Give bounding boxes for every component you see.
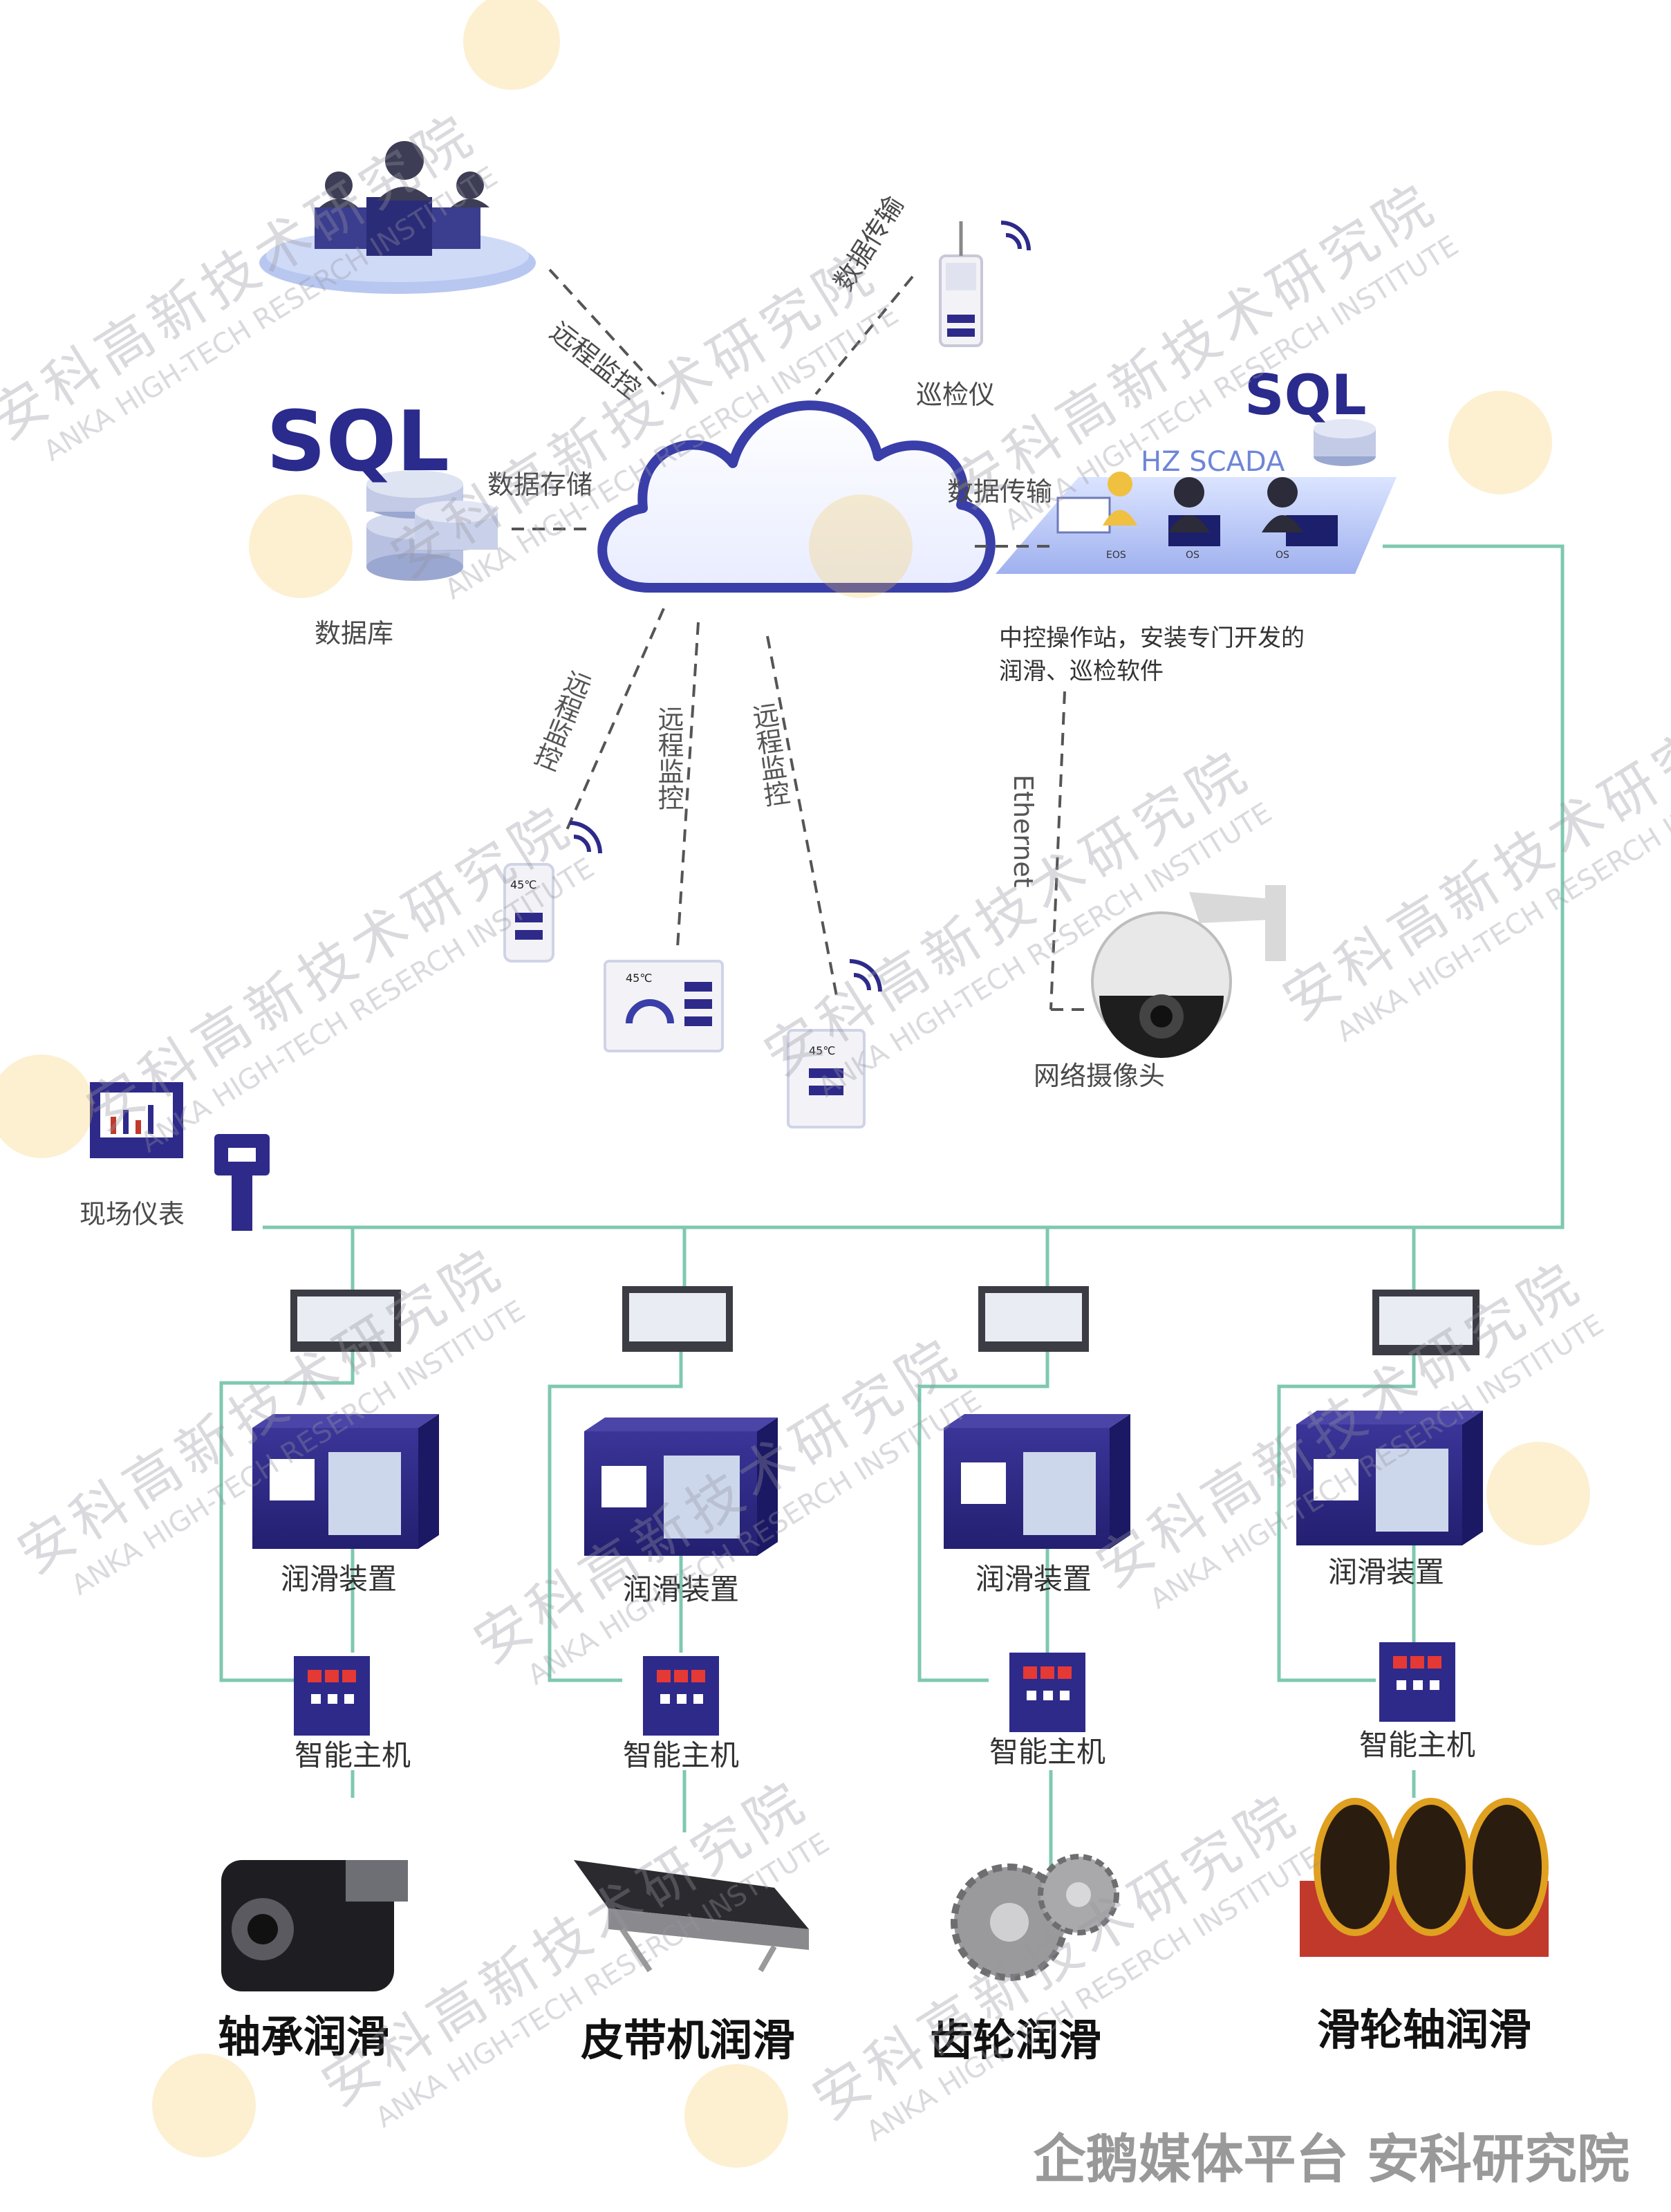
wireless-terminal-1: [503, 821, 602, 963]
sql-right-label: SQL: [1244, 363, 1367, 427]
unit-1-application-label: 轴承润滑: [218, 2011, 390, 2062]
unit-2-lube-device-label: 润滑装置: [622, 1572, 739, 1606]
unit-4-smart-host-label: 智能主机: [1359, 1728, 1475, 1762]
inspector-label: 巡检仪: [916, 380, 996, 410]
inspector-device-icon: [939, 221, 1031, 347]
network-camera-icon: [1091, 885, 1286, 1058]
device-temp-3: 45℃: [809, 1044, 836, 1057]
device-temp-1: 45℃: [510, 878, 537, 891]
field-instrument-label: 现场仪表: [80, 1199, 185, 1229]
logo-watermarks: [0, 0, 1590, 2168]
station-desc-line2: 润滑、巡检软件: [999, 658, 1164, 685]
cloud-icon: [597, 400, 996, 593]
database-label: 数据库: [315, 618, 394, 649]
screen-os1-label: OS: [1186, 550, 1199, 561]
unit-4-application-label: 滑轮轴润滑: [1317, 2005, 1532, 2055]
unit-1-lube-device-label: 润滑装置: [280, 1562, 397, 1596]
remote-monitor-2-label: 远程监控: [653, 705, 684, 810]
unit-2-application-label: 皮带机润滑: [581, 2015, 796, 2065]
field-instrument-monitor-icon: [90, 1082, 183, 1158]
footer-source: 企鹅媒体平台 安科研究院: [1033, 2128, 1630, 2190]
unit-3-lube-device-label: 润滑装置: [975, 1562, 1092, 1596]
screen-os2-label: OS: [1276, 550, 1289, 561]
unit-1-graphics: [221, 1290, 439, 1991]
unit-3-smart-host-label: 智能主机: [989, 1735, 1105, 1769]
scada-platform-icon: [996, 419, 1397, 574]
unit-3-graphics: [944, 1286, 1130, 1981]
wireless-terminal-3: [787, 959, 882, 1128]
unit-2-smart-host-label: 智能主机: [622, 1738, 739, 1772]
unit-4-graphics: [1296, 1290, 1549, 1957]
users-group-icon: [259, 141, 536, 294]
field-instrument-sensor-icon: [214, 1134, 270, 1231]
database-icon: [366, 470, 498, 581]
network-bus: [219, 544, 1565, 1867]
network-camera-label: 网络摄像头: [1034, 1061, 1166, 1091]
unit-3-application-label: 齿轮润滑: [930, 2015, 1102, 2065]
ethernet-label: Ethernet: [1008, 774, 1038, 888]
sql-left-label: SQL: [266, 394, 449, 490]
unit-4-lube-device-label: 润滑装置: [1327, 1555, 1444, 1589]
unit-1-smart-host-label: 智能主机: [294, 1738, 411, 1772]
unit-2-graphics: [574, 1286, 809, 1973]
data-storage-label: 数据存储: [487, 470, 593, 500]
screen-eos-label: EOS: [1106, 550, 1126, 561]
data-transfer-right-label: 数据传输: [947, 476, 1053, 507]
hz-scada-label: HZ SCADA: [1141, 446, 1285, 478]
device-temp-2: 45℃: [626, 972, 653, 985]
wireless-terminal-2: [604, 960, 724, 1052]
station-desc-line1: 中控操作站，安装专门开发的: [999, 624, 1305, 652]
